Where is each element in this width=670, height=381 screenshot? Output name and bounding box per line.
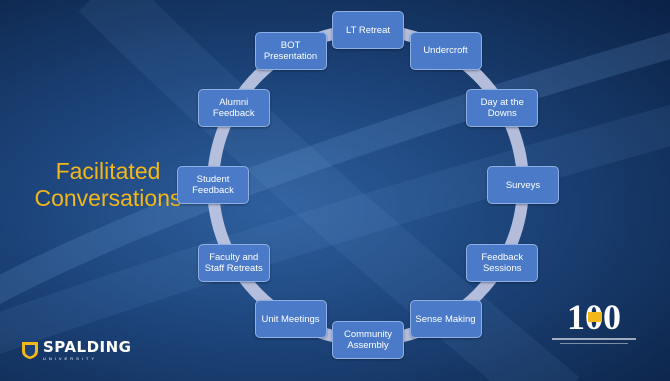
cycle-node: Alumni Feedback bbox=[197, 88, 270, 127]
cycle-node: LT Retreat bbox=[332, 11, 404, 49]
cycle-node: BOT Presentation bbox=[254, 31, 327, 70]
cycle-ring-path bbox=[207, 24, 529, 346]
cycle-node: Feedback Sessions bbox=[466, 243, 539, 282]
centennial-logo: 100 bbox=[548, 298, 640, 348]
centennial-tagline-rule bbox=[552, 338, 636, 340]
centennial-subline-rule bbox=[560, 343, 628, 344]
spalding-subtitle: UNIVERSITY bbox=[43, 356, 98, 361]
cycle-node: Day at the Downs bbox=[466, 88, 539, 127]
cycle-node: Undercroft bbox=[409, 31, 482, 70]
cycle-node: Surveys bbox=[487, 166, 559, 204]
cycle-node: Sense Making bbox=[409, 300, 482, 339]
cycle-node: Faculty and Staff Retreats bbox=[197, 243, 270, 282]
ribbon-icon bbox=[588, 312, 602, 322]
cycle-node: Student Feedback bbox=[177, 166, 249, 204]
spalding-logo: SPALDING UNIVERSITY bbox=[20, 340, 132, 362]
slide-title: Facilitated Conversations bbox=[34, 158, 182, 211]
shield-icon bbox=[22, 342, 38, 359]
cycle-node: Unit Meetings bbox=[254, 300, 327, 339]
spalding-wordmark: SPALDING bbox=[43, 338, 132, 356]
cycle-node: Community Assembly bbox=[332, 321, 404, 359]
